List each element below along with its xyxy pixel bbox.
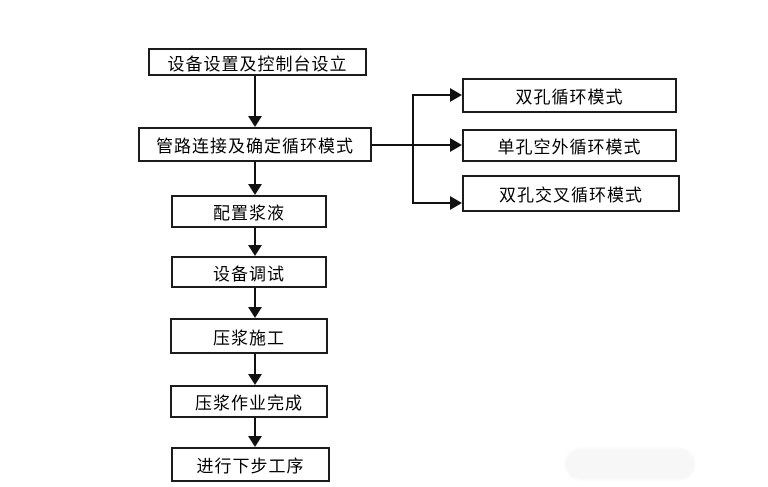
flow-step-grouting-construction: 压浆施工 bbox=[170, 318, 328, 354]
flow-step-pipe-connection: 管路连接及确定循环模式 bbox=[138, 127, 372, 162]
arrow-right-icon bbox=[450, 88, 462, 102]
connector-line-4-5 bbox=[254, 288, 256, 307]
connector-line-2-3 bbox=[254, 162, 256, 184]
branch-trunk-line bbox=[412, 94, 414, 204]
arrow-down-icon bbox=[248, 307, 262, 318]
arrow-right-icon bbox=[450, 196, 462, 210]
connector-line-1-2 bbox=[254, 76, 256, 116]
flow-step-next-process: 进行下步工序 bbox=[171, 447, 330, 482]
branch-line-middle bbox=[412, 144, 450, 146]
flow-step-prepare-slurry: 配置浆液 bbox=[171, 195, 327, 228]
mode-double-hole-circulation: 双孔循环模式 bbox=[462, 78, 677, 113]
arrow-down-icon bbox=[248, 184, 262, 195]
branch-line-bottom bbox=[412, 202, 450, 204]
connector-line-5-6 bbox=[254, 354, 256, 374]
arrow-down-icon bbox=[248, 116, 262, 127]
connector-line-3-4 bbox=[254, 228, 256, 245]
flow-step-equipment-debug: 设备调试 bbox=[171, 256, 327, 288]
arrow-down-icon bbox=[248, 436, 262, 447]
flow-step-equipment-setup: 设备设置及控制台设立 bbox=[148, 48, 367, 76]
arrow-down-icon bbox=[248, 245, 262, 256]
arrow-down-icon bbox=[248, 374, 262, 385]
mode-double-hole-cross-circulation: 双孔交叉循环模式 bbox=[462, 175, 680, 212]
branch-line-top bbox=[412, 94, 450, 96]
arrow-right-icon bbox=[450, 138, 462, 152]
flow-step-grouting-complete: 压浆作业完成 bbox=[170, 385, 328, 418]
branch-stem-line bbox=[372, 144, 414, 146]
connector-line-6-7 bbox=[254, 418, 256, 436]
watermark-smudge bbox=[565, 448, 695, 480]
mode-single-hole-outside-circulation: 单孔空外循环模式 bbox=[462, 129, 677, 162]
